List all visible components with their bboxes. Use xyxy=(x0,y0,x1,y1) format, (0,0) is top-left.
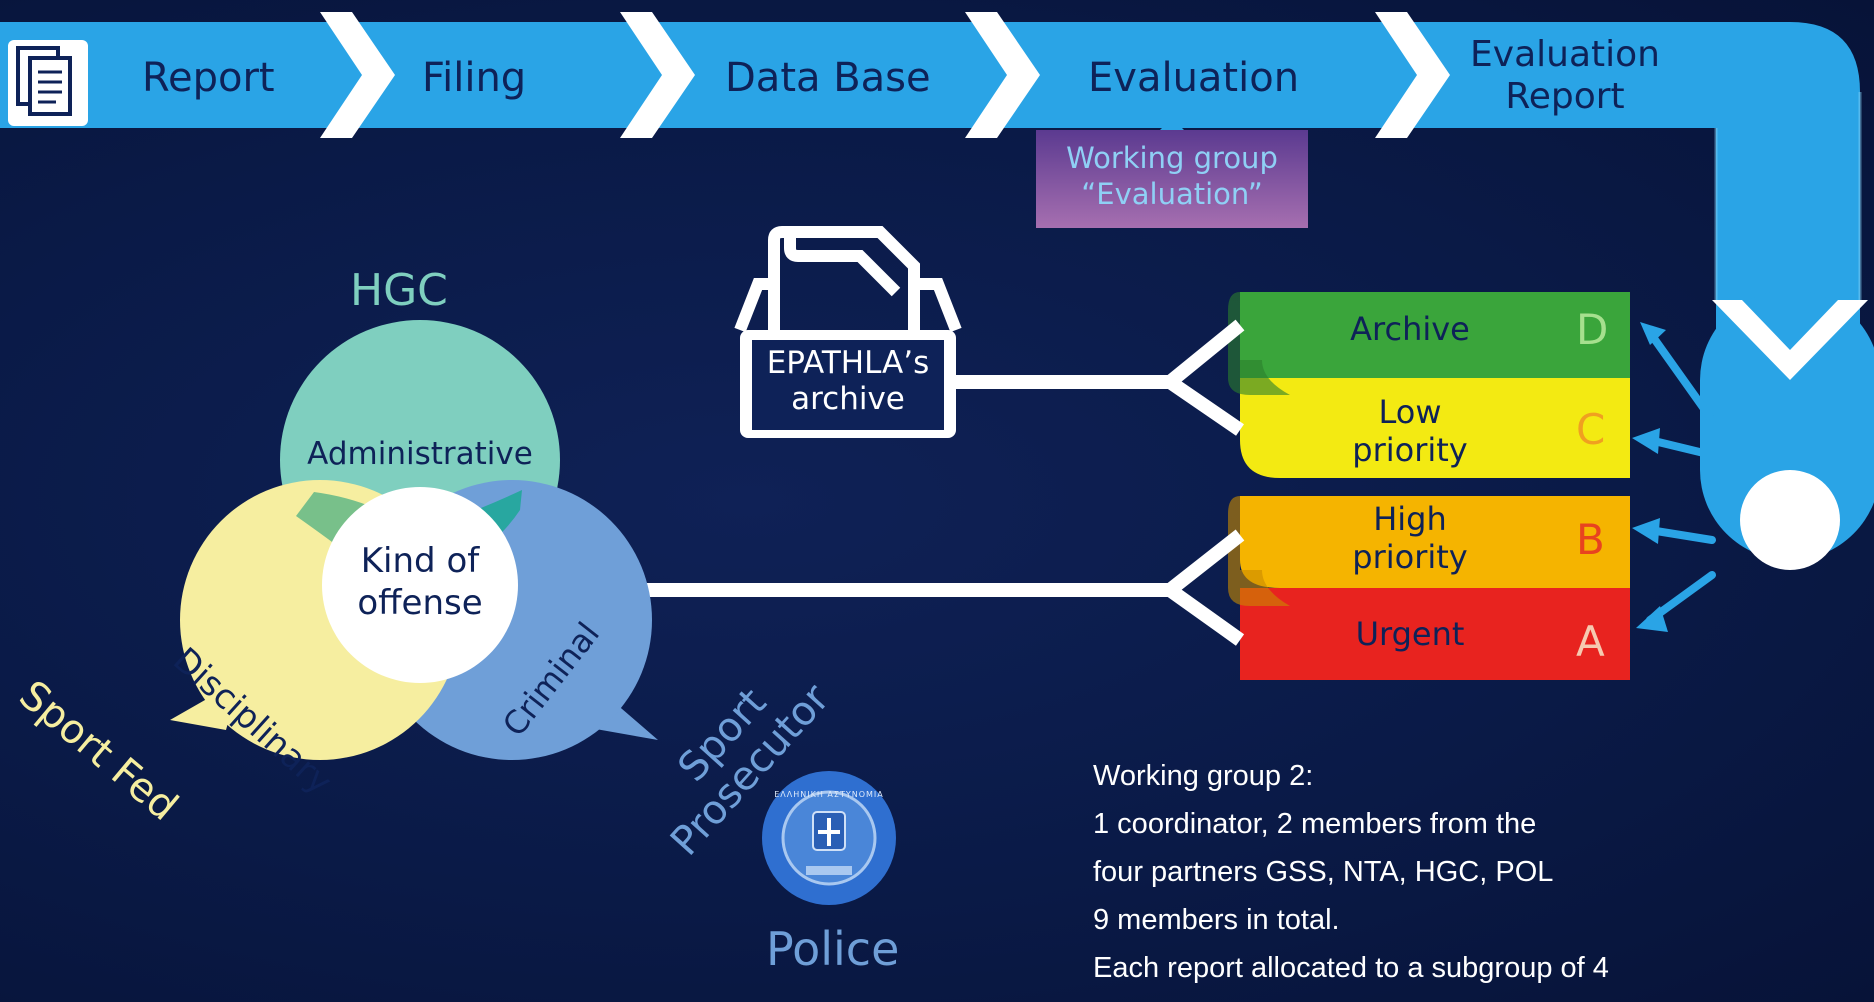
note-line-1: Working group 2: xyxy=(1093,760,1314,792)
archive-box-icon xyxy=(734,226,962,438)
epathla-archive-label: EPATHLA’s archive xyxy=(752,345,944,417)
kind-of-offense-line2: offense xyxy=(357,583,483,623)
valve-chevron xyxy=(1712,300,1868,380)
working-group-line1: Working group xyxy=(1066,141,1278,175)
pipeline-chevrons xyxy=(320,12,1450,138)
step-evaluation-report: Evaluation Report xyxy=(1440,34,1690,118)
chevron-4 xyxy=(1375,12,1450,138)
chevron-2 xyxy=(620,12,695,138)
priority-low-line1: Low xyxy=(1378,393,1442,431)
priority-urgent-label: Urgent xyxy=(1355,615,1465,653)
kind-of-offense-circle xyxy=(322,487,518,683)
note-line-2: 1 coordinator, 2 members from the xyxy=(1093,808,1537,840)
hgc-label: HGC xyxy=(350,265,448,316)
step-filing: Filing xyxy=(422,55,527,101)
pipeline-bar xyxy=(0,22,1860,520)
priority-stack xyxy=(1228,292,1630,680)
archive-connector xyxy=(952,319,1245,436)
note-line-4: 9 members in total. xyxy=(1093,904,1340,936)
pipeline xyxy=(0,12,1862,520)
step-report: Report xyxy=(142,55,275,101)
police-badge-icon xyxy=(762,771,896,905)
priority-high xyxy=(1240,496,1630,588)
step-evaluation-report-line1: Evaluation xyxy=(1470,34,1660,75)
note-line-5: Each report allocated to a subgroup of 4 xyxy=(1093,952,1609,984)
step-evaluation: Evaluation xyxy=(1088,55,1300,101)
working-group-evaluation: Working group “Evaluation” xyxy=(1036,140,1308,212)
working-group-box xyxy=(1036,130,1308,228)
connectors xyxy=(520,319,1245,646)
priority-archive-label: Archive xyxy=(1350,310,1470,348)
priority-high-line2: priority xyxy=(1352,538,1468,576)
administrative-label: Administrative xyxy=(307,436,533,472)
priority-low-label: Low priority xyxy=(1290,393,1530,469)
priority-low-line2: priority xyxy=(1352,431,1468,469)
priority-letter-c: C xyxy=(1576,405,1606,454)
epathla-archive-line1: EPATHLA’s xyxy=(766,345,930,381)
working-group-pointer xyxy=(1160,118,1184,130)
priority-urgent xyxy=(1240,588,1630,680)
offense-diagram xyxy=(170,320,658,760)
offense-connector xyxy=(520,529,1245,646)
splitter xyxy=(1632,290,1874,632)
note-line-3: four partners GSS, NTA, HGC, POL xyxy=(1093,856,1554,888)
priority-letter-d: D xyxy=(1576,305,1609,354)
chevron-3 xyxy=(965,12,1040,138)
working-group-line2: “Evaluation” xyxy=(1081,177,1263,211)
step-database: Data Base xyxy=(725,55,931,101)
police-label: Police xyxy=(766,922,900,976)
step-evaluation-report-line2: Report xyxy=(1505,76,1625,117)
priority-high-label: High priority xyxy=(1290,500,1530,576)
priority-low xyxy=(1240,378,1630,478)
priority-archive xyxy=(1240,292,1630,378)
chevron-1 xyxy=(320,12,395,138)
police-badge-text: ΕΛΛΗΝΙΚΗ ΑΣΤΥΝΟΜΙΑ xyxy=(774,790,884,799)
kind-of-offense-line1: Kind of xyxy=(360,541,480,581)
priority-high-line1: High xyxy=(1373,500,1447,538)
priority-letter-b: B xyxy=(1576,515,1605,564)
document-icon xyxy=(8,40,88,126)
kind-of-offense-label: Kind of offense xyxy=(322,540,518,624)
epathla-archive-line2: archive xyxy=(791,381,905,417)
pipeline-pipe-down xyxy=(1714,92,1862,300)
priority-letter-a: A xyxy=(1576,617,1605,666)
